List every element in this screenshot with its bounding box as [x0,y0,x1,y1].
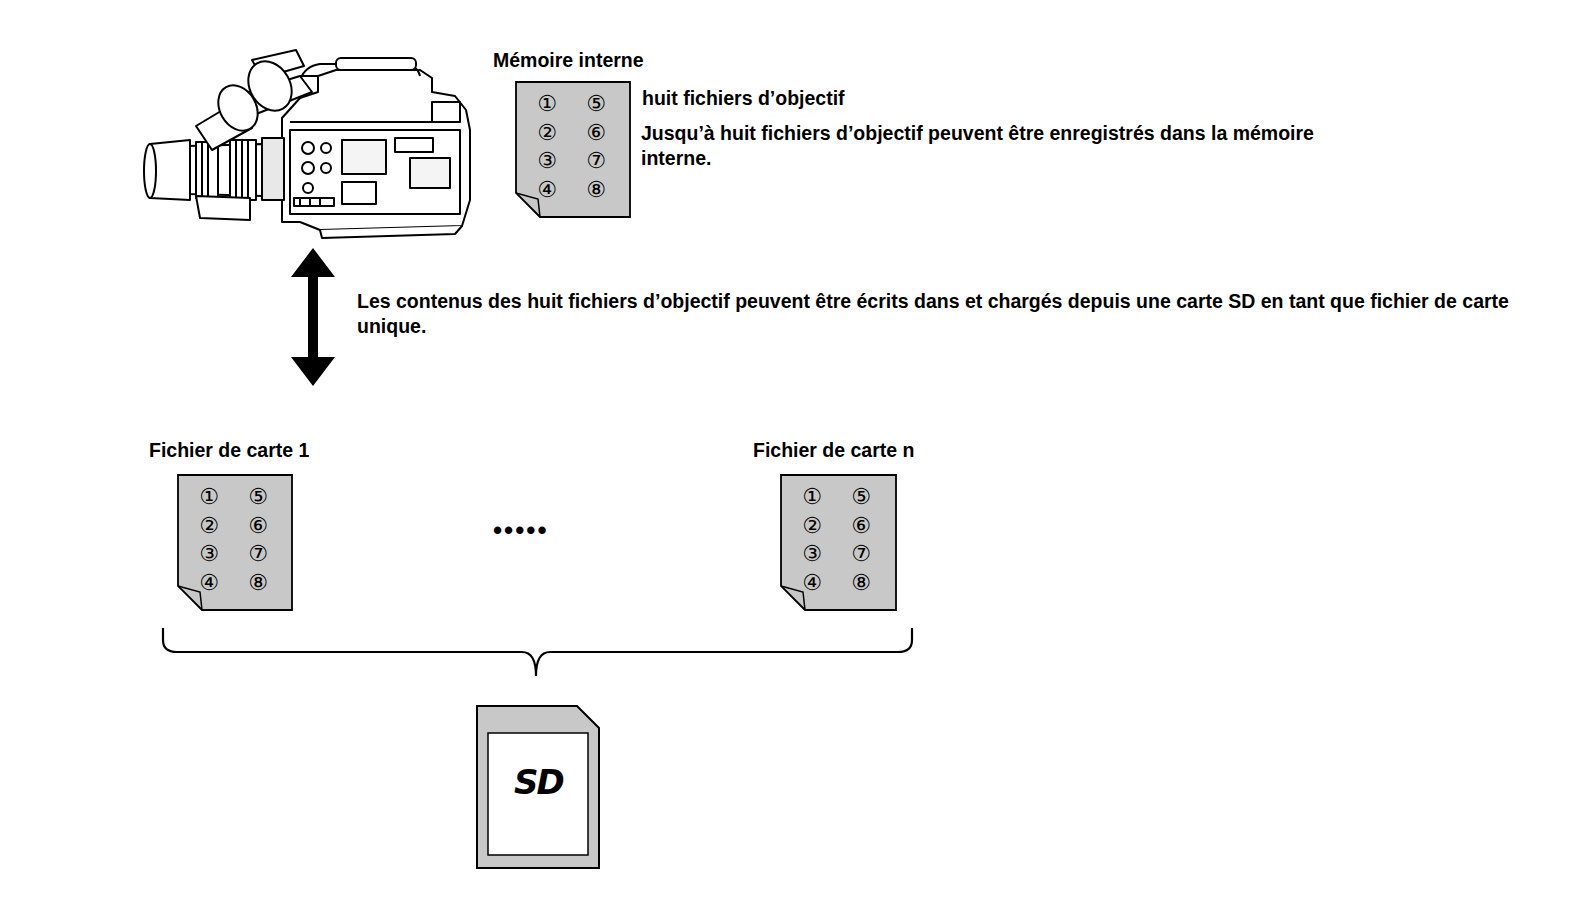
memory-file-sheet: Mémoire interne①⑤②⑥③⑦④⑧ [516,82,630,217]
file-number: ④ [532,178,562,202]
file-number: ① [194,485,224,509]
ellipsis-dots: ••••• [493,518,549,543]
grouping-bracket [163,628,912,676]
sd-logo: SD [514,770,563,795]
file-count-label: huit fichiers d’objectif [642,86,845,111]
sheet-fold [178,586,202,610]
file-number: ③ [532,149,562,173]
sd-card-label-area [488,733,588,855]
file-number: ④ [797,571,827,595]
file-number: ⑦ [581,149,611,173]
sd-card: SD [477,706,599,868]
file-number: ② [194,514,224,538]
file-number: ⑤ [581,92,611,116]
file-number: ② [797,514,827,538]
file-sheet-outline [178,475,292,610]
file-number: ⑥ [581,121,611,145]
sheet-body [178,475,292,610]
file-number: ⑧ [243,571,273,595]
file-number: ⑦ [846,542,876,566]
memory-note: Jusqu’à huit fichiers d’objectif peuvent… [641,121,1381,171]
file-heading: Mémoire interne [493,48,644,73]
sheet-fold [516,193,540,217]
file-number: ⑧ [846,571,876,595]
camcorder-illustration [144,50,470,238]
file-sheet-outline [781,475,896,610]
file-number: ③ [797,542,827,566]
file-heading: Fichier de carte 1 [149,438,309,463]
file-number: ① [532,92,562,116]
file-number: ④ [194,571,224,595]
file-number: ① [797,485,827,509]
file-number: ⑦ [243,542,273,566]
file-number: ③ [194,542,224,566]
file-number: ⑤ [846,485,876,509]
double-arrow [291,248,335,386]
file-sheet-outline [516,82,630,217]
file-number: ⑥ [243,514,273,538]
sheet-body [516,82,630,217]
sheet-fold [781,586,805,610]
file-number: ② [532,121,562,145]
card-file-sheet: Fichier de carte 1①⑤②⑥③⑦④⑧ [178,475,292,610]
transfer-note: Les contenus des huit fichiers d’objecti… [357,289,1569,339]
file-number: ⑤ [243,485,273,509]
sd-card-body [477,706,599,868]
file-heading: Fichier de carte n [753,438,914,463]
sheet-body [781,475,896,610]
card-file-sheet: Fichier de carte n①⑤②⑥③⑦④⑧ [781,475,896,610]
file-number: ⑧ [581,178,611,202]
file-number: ⑥ [846,514,876,538]
